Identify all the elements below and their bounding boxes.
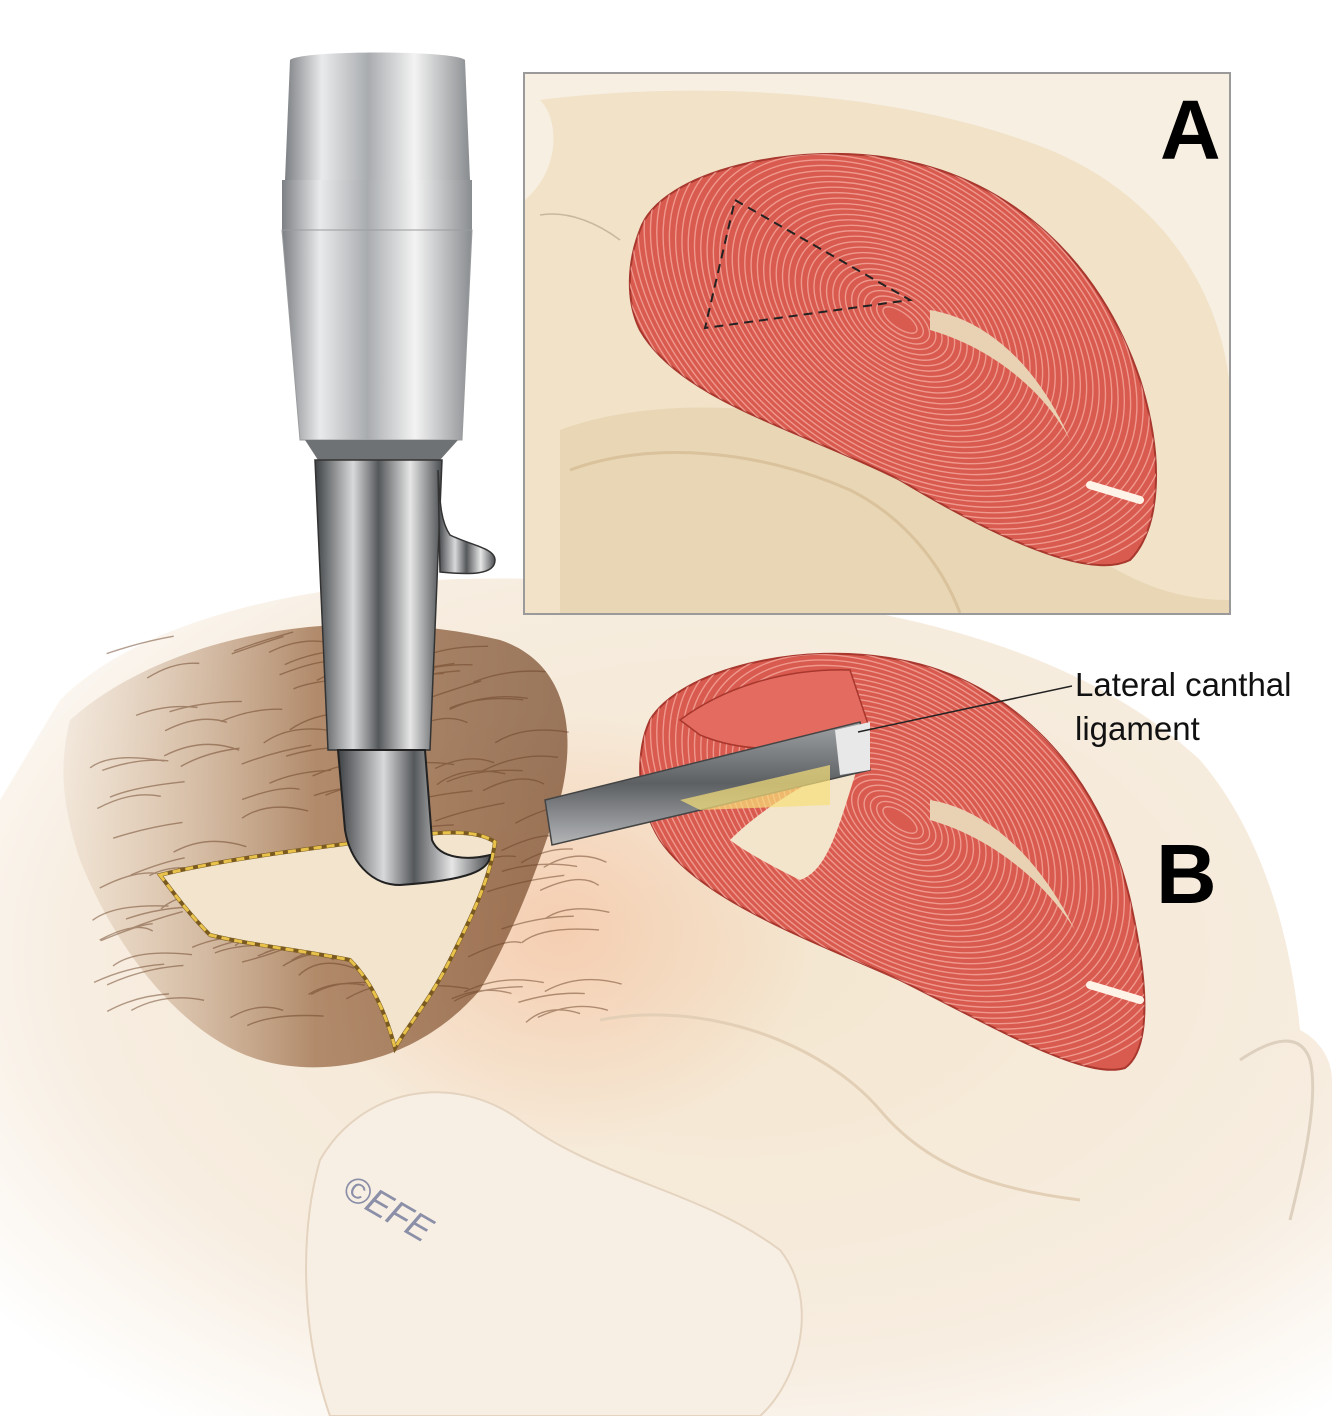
panel-label-b: B <box>1156 832 1217 916</box>
annotation-line-2: ligament <box>1075 707 1291 751</box>
panel-label-a: A <box>1160 88 1221 172</box>
annotation-line-1: Lateral canthal <box>1075 663 1291 707</box>
annotation-label: Lateral canthal ligament <box>1075 663 1291 751</box>
